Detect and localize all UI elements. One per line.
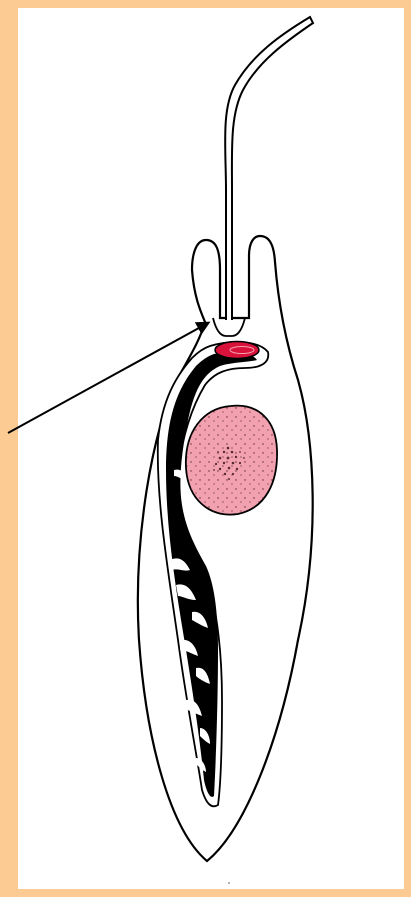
kinetoplast — [215, 342, 259, 359]
nucleus-stipple — [186, 406, 277, 515]
cell-body-outline — [138, 236, 313, 861]
stray-mark — [228, 882, 230, 884]
